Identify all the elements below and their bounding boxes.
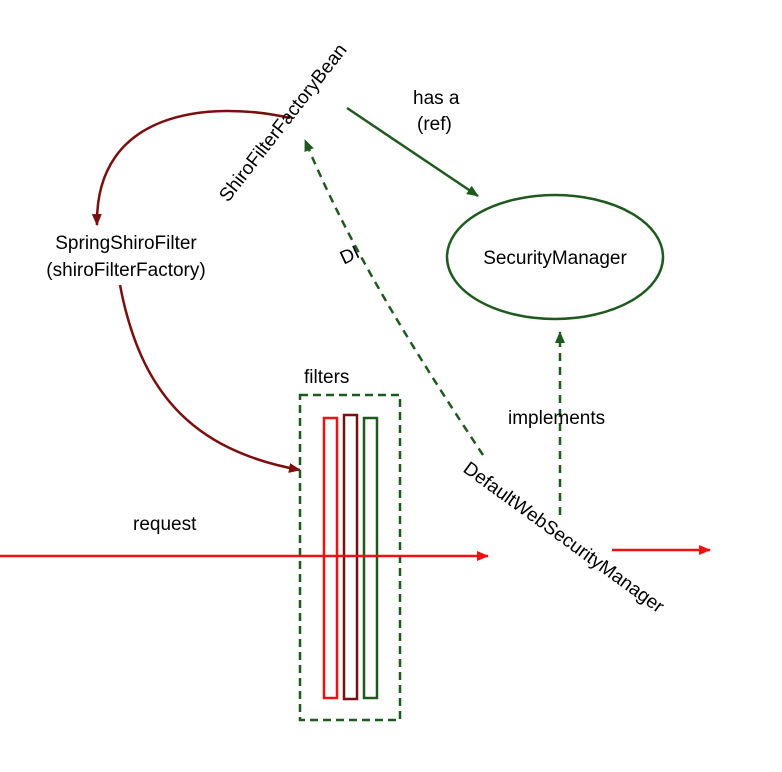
implements-label: implements [508,408,605,429]
filter-bar-green [362,416,379,700]
spring-shiro-filter-sublabel: (shiroFilterFactory) [46,260,205,281]
shiro-filter-factory-bean-label: ShiroFilterFactoryBean [215,40,351,206]
factory-to-filter-arrow [91,109,291,226]
has-a-arrow [346,106,479,198]
filter-to-filters-arrow [118,284,301,473]
filters-label: filters [304,367,349,388]
has-a-label-line1: has a [413,88,460,109]
default-web-security-manager-label: DefaultWebSecurityManager [459,458,668,618]
request-label: request [133,514,197,535]
security-manager-node [445,193,665,321]
spring-shiro-filter-label: SpringShiroFilter [55,233,197,254]
has-a-label-line2: (ref) [417,114,452,135]
di-label: DI [337,242,363,269]
filter-bar-red [322,416,339,700]
filters-box [298,393,402,722]
di-arrow [303,139,485,456]
security-manager-label: SecurityManager [483,248,627,269]
